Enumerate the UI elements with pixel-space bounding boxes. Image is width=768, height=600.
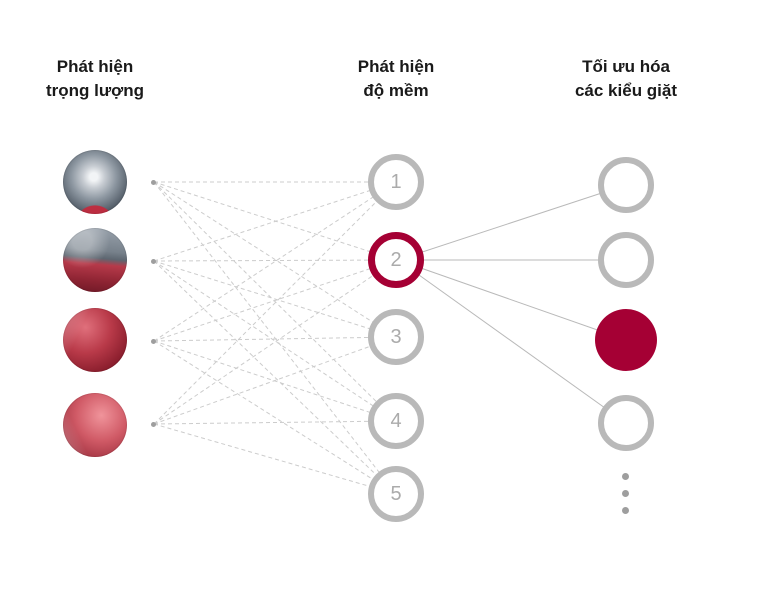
connector-dot bbox=[151, 259, 156, 264]
title-line: các kiểu giặt bbox=[574, 81, 678, 100]
more-patterns-dot bbox=[622, 473, 629, 480]
dashed-links bbox=[153, 181, 397, 495]
softness-node-label: 5 bbox=[390, 482, 402, 505]
title-line: trọng lượng bbox=[45, 81, 145, 100]
connector-dot bbox=[151, 422, 156, 427]
wash-pattern-node-3-selected bbox=[595, 309, 657, 371]
softness-node-3: 3 bbox=[368, 309, 424, 365]
softness-node-label: 1 bbox=[390, 170, 402, 193]
weight-sample-photo-drum-red-fabric bbox=[63, 228, 127, 292]
title-line: Tối ưu hóa bbox=[582, 57, 670, 76]
more-patterns-dot bbox=[622, 507, 629, 514]
title-line: độ mềm bbox=[363, 81, 429, 100]
softness-node-5: 5 bbox=[368, 466, 424, 522]
softness-node-2-selected: 2 bbox=[368, 232, 424, 288]
softness-node-label: 3 bbox=[390, 325, 402, 348]
softness-node-4: 4 bbox=[368, 393, 424, 449]
weight-sample-photo-drum-metal bbox=[63, 150, 127, 214]
solid-links bbox=[397, 184, 627, 424]
column-title-weight-detection: Phát hiện trọng lượng bbox=[0, 55, 195, 103]
softness-node-label: 2 bbox=[390, 248, 402, 271]
title-line: Phát hiện bbox=[357, 57, 435, 76]
wash-pattern-node-4 bbox=[598, 395, 654, 451]
softness-node-1: 1 bbox=[368, 154, 424, 210]
connector-dot bbox=[151, 180, 156, 185]
softness-node-label: 4 bbox=[390, 409, 402, 432]
weight-sample-photo-red-fabric-light bbox=[63, 393, 127, 457]
column-title-optimize-wash-patterns: Tối ưu hóa các kiểu giặt bbox=[526, 55, 726, 103]
connector-dot bbox=[151, 339, 156, 344]
wash-pattern-node-2 bbox=[598, 232, 654, 288]
weight-sample-photo-red-fabric-dark bbox=[63, 308, 127, 372]
more-patterns-dot bbox=[622, 490, 629, 497]
column-title-softness-detection: Phát hiện độ mềm bbox=[296, 55, 496, 103]
title-line: Phát hiện bbox=[56, 57, 134, 76]
wash-pattern-node-1 bbox=[598, 157, 654, 213]
